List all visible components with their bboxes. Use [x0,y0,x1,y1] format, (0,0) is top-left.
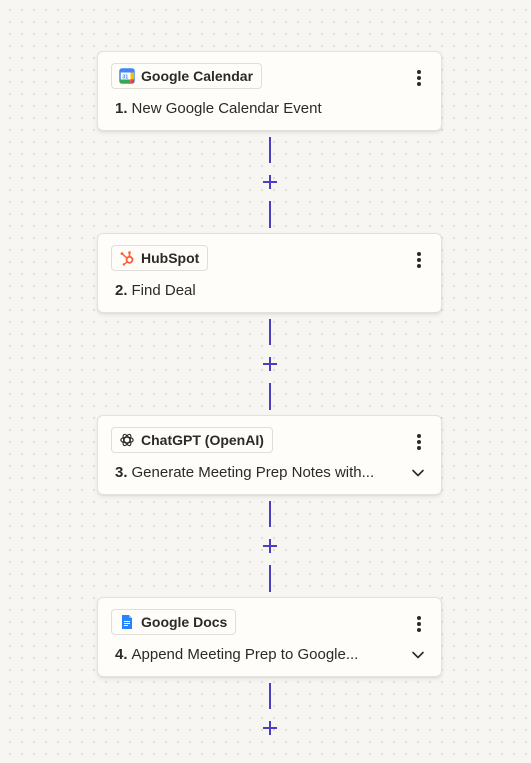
connector-line [269,501,271,527]
step-number: 4. [115,646,128,663]
app-name: Google Docs [141,614,228,630]
step-title-text: Generate Meeting Prep Notes with... [131,464,375,481]
connector-line [269,137,271,163]
add-step-button[interactable] [258,534,282,558]
step-title: 2.Find Deal [115,282,196,299]
dot [417,258,421,262]
dot [417,82,421,86]
app-chip[interactable]: HubSpot [111,245,209,271]
svg-text:31: 31 [122,75,128,81]
more-options-button[interactable] [411,614,427,634]
google-calendar-icon: 31 [119,68,135,84]
step-connector [258,315,282,411]
dot [417,70,421,74]
app-name: Google Calendar [141,68,254,84]
step-title: 4.Append Meeting Prep to Google... [115,646,358,663]
connector-line [269,565,271,592]
more-options-button[interactable] [411,432,427,452]
connector-line [269,683,271,709]
hubspot-icon [119,250,135,266]
step-number: 3. [115,464,128,481]
step-number: 1. [115,100,128,117]
connector-line [269,319,271,345]
step-title: 3.Generate Meeting Prep Notes with... [115,464,374,481]
app-name: ChatGPT (OpenAI) [141,432,264,448]
add-step-button[interactable] [258,716,282,740]
app-name: HubSpot [141,250,200,266]
dot [417,434,421,438]
google-docs-icon [119,614,135,630]
connector-line [269,201,271,228]
step-title: 1.New Google Calendar Event [115,100,322,117]
app-chip[interactable]: Google Docs [111,609,237,635]
connector-line [269,383,271,410]
step-title-text: Append Meeting Prep to Google... [131,646,359,663]
dot [417,616,421,620]
dot [417,252,421,256]
step-card-2[interactable]: HubSpot 2.Find Deal [97,233,442,313]
step-card-3[interactable]: ChatGPT (OpenAI) 3.Generate Meeting Prep… [97,415,442,495]
chevron-down-icon[interactable] [411,650,425,660]
dot [417,628,421,632]
step-title-text: Find Deal [131,282,196,299]
chevron-down-icon[interactable] [411,468,425,478]
app-chip[interactable]: 31 Google Calendar [111,63,263,89]
dot [417,76,421,80]
add-step-button[interactable] [258,170,282,194]
dot [417,446,421,450]
app-chip[interactable]: ChatGPT (OpenAI) [111,427,273,453]
dot [417,622,421,626]
step-connector [258,133,282,229]
step-connector [258,497,282,593]
step-title-text: New Google Calendar Event [131,100,322,117]
more-options-button[interactable] [411,68,427,88]
step-card-4[interactable]: Google Docs 4.Append Meeting Prep to Goo… [97,597,442,677]
dot [417,264,421,268]
step-number: 2. [115,282,128,299]
chatgpt-icon [119,432,135,448]
step-connector [258,679,282,751]
more-options-button[interactable] [411,250,427,270]
step-card-1[interactable]: 31 Google Calendar 1.New Google Calendar… [97,51,442,131]
add-step-button[interactable] [258,352,282,376]
dot [417,440,421,444]
